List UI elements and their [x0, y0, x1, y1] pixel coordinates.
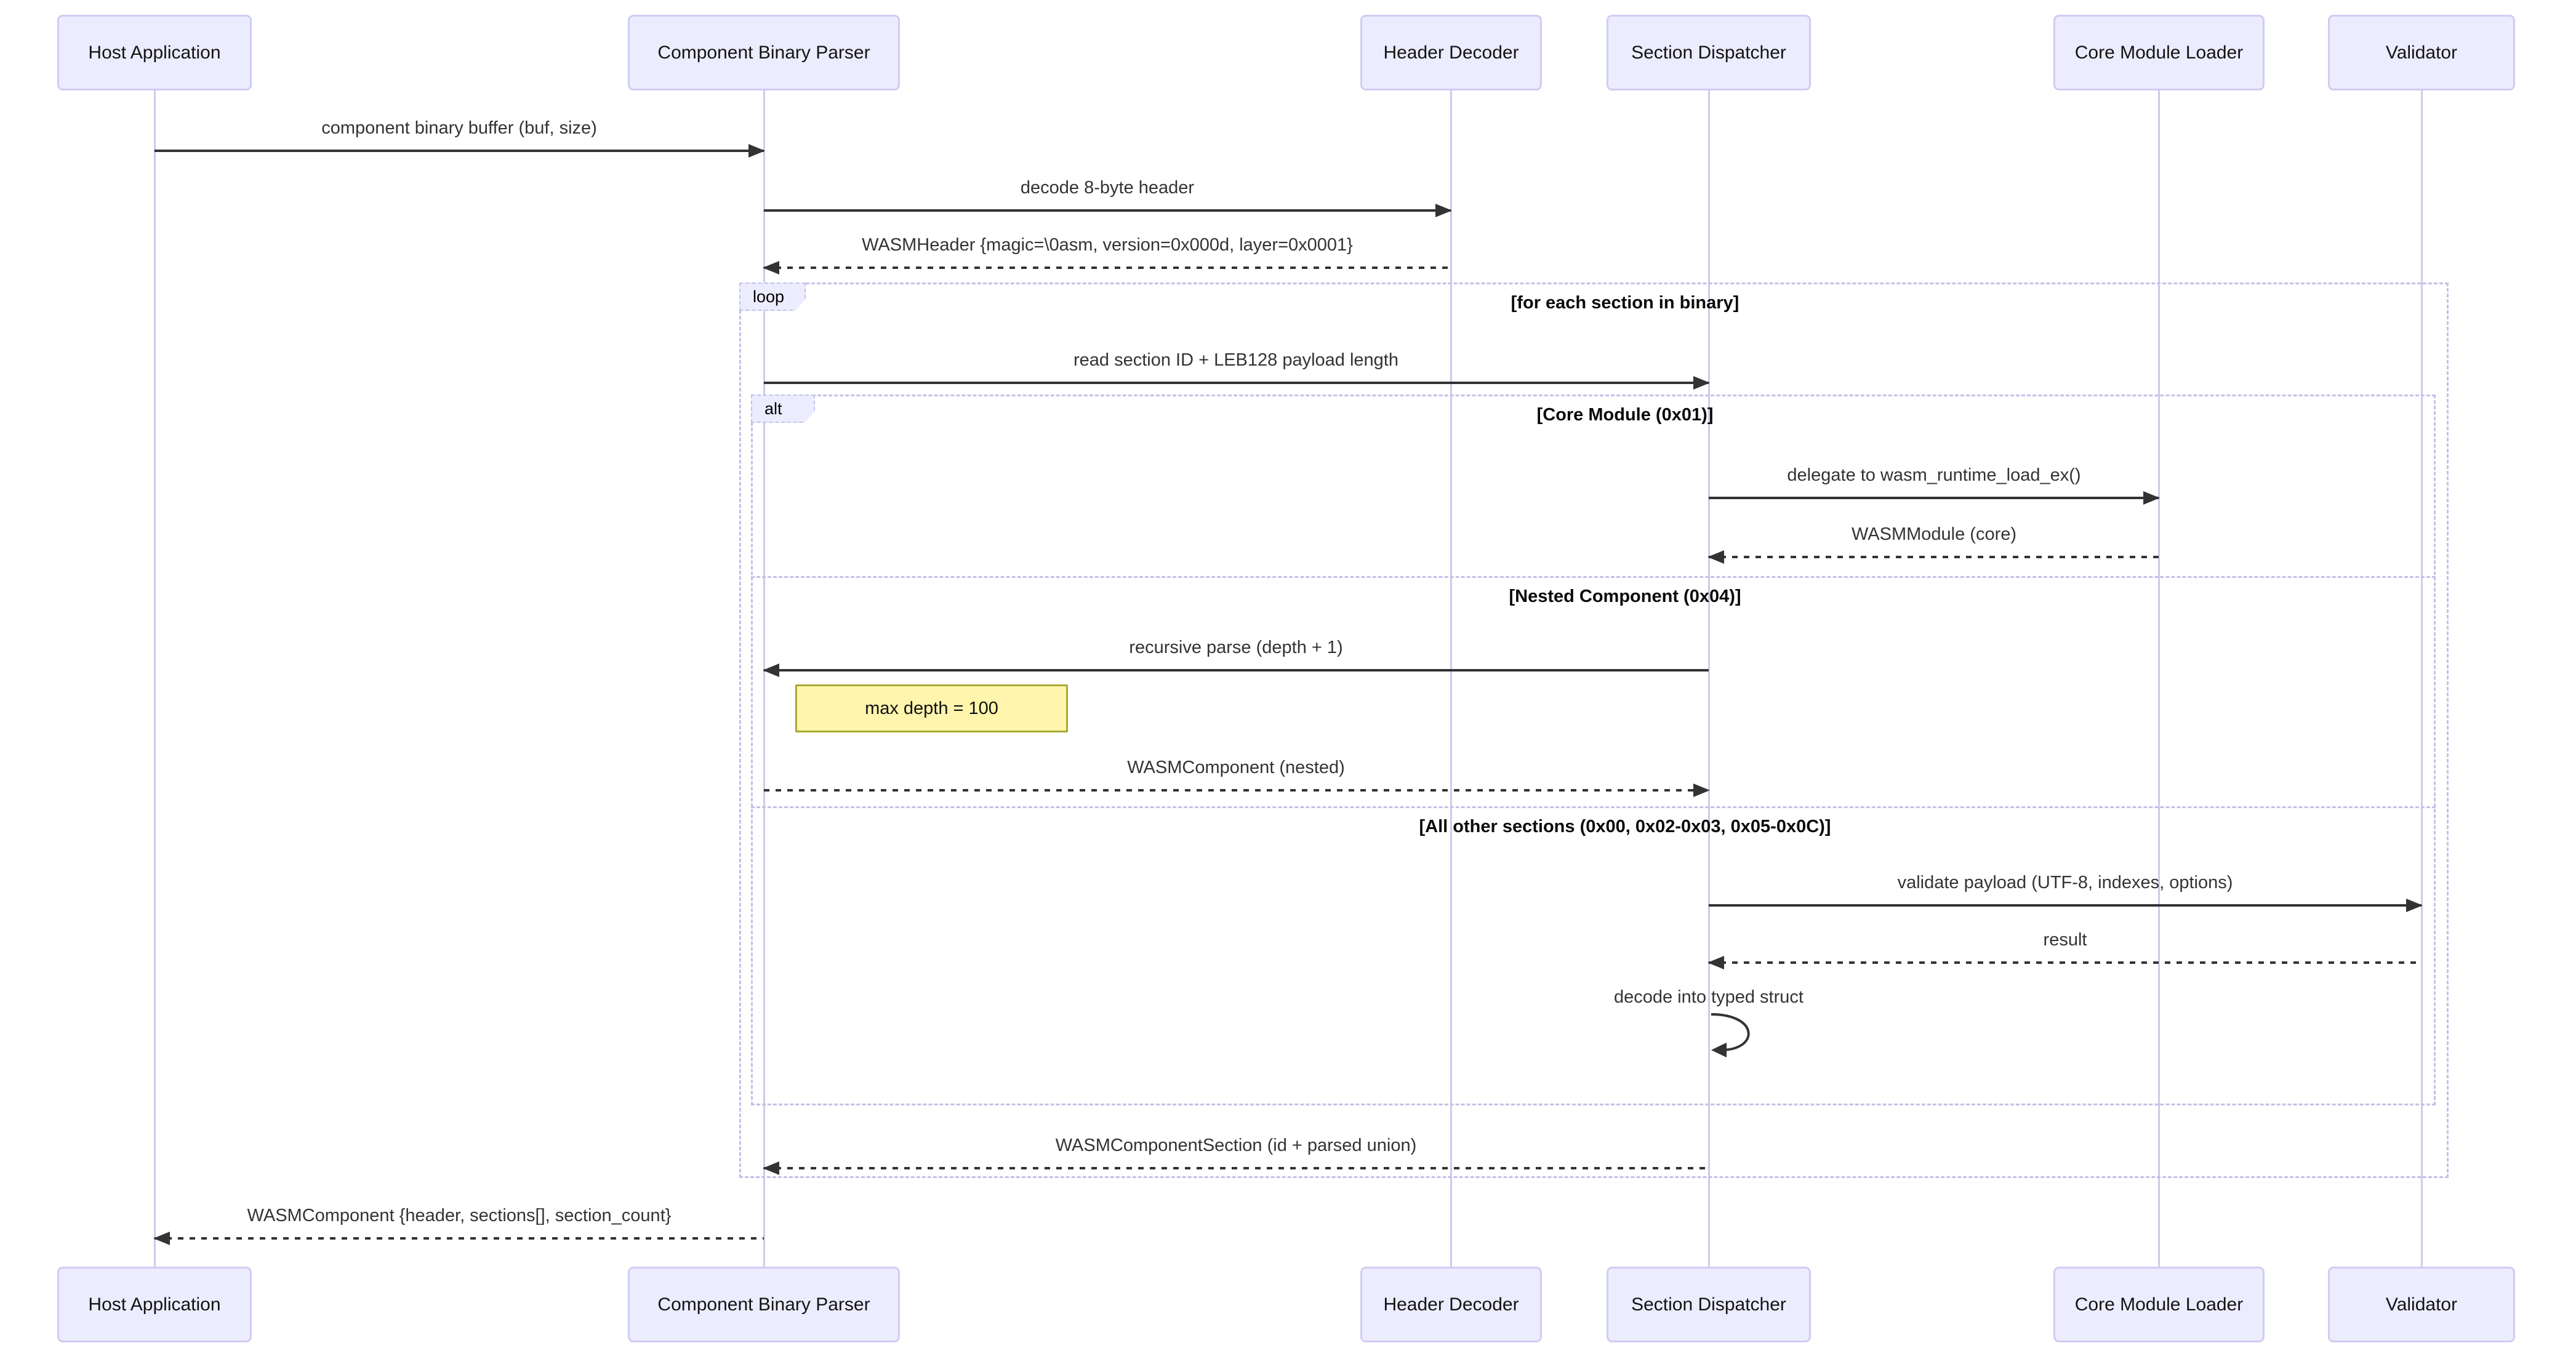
message-label: component binary buffer (buf, size): [321, 118, 597, 138]
alt-divider-1: [751, 576, 2436, 578]
participant-validator-top: Validator: [2328, 15, 2515, 90]
lifeline-core-module-loader: [2158, 90, 2160, 1267]
message-label: validate payload (UTF-8, indexes, option…: [1897, 873, 2233, 892]
participant-component-binary-parser-top: Component Binary Parser: [628, 15, 900, 90]
participant-host-application-top: Host Application: [57, 15, 252, 90]
message-arrow: [154, 144, 765, 158]
message-arrow: [764, 204, 1452, 217]
message-label: WASMComponent (nested): [1127, 758, 1345, 777]
participant-core-module-loader-top: Core Module Loader: [2053, 15, 2265, 90]
alt-divider-2: [751, 806, 2436, 808]
message-return-arrow: [764, 784, 1710, 797]
participant-label: Validator: [2385, 1294, 2458, 1315]
loop-condition-label: [for each section in binary]: [1511, 293, 1739, 313]
message-label: read section ID + LEB128 payload length: [1073, 350, 1399, 370]
message-label: delegate to wasm_runtime_load_ex(): [1787, 465, 2081, 485]
participant-label: Component Binary Parser: [657, 1294, 870, 1315]
participant-label: Host Application: [88, 1294, 221, 1315]
message-label: WASMHeader {magic=\0asm, version=0x000d,…: [862, 235, 1353, 255]
self-message-arrow: [1711, 1013, 1750, 1057]
participant-label: Header Decoder: [1383, 42, 1519, 63]
participant-section-dispatcher-bottom: Section Dispatcher: [1607, 1267, 1811, 1342]
participant-label: Section Dispatcher: [1631, 1294, 1786, 1315]
participant-section-dispatcher-top: Section Dispatcher: [1607, 15, 1811, 90]
lifeline-validator: [2421, 90, 2423, 1267]
message-label: result: [2043, 930, 2087, 950]
message-label: WASMComponent {header, sections[], secti…: [247, 1206, 672, 1225]
lifeline-header-decoder: [1450, 90, 1452, 1267]
alt-branch-3-condition: [All other sections (0x00, 0x02-0x03, 0x…: [1419, 817, 1831, 836]
alt-branch-1-condition: [Core Module (0x01)]: [1536, 405, 1714, 425]
participant-label: Component Binary Parser: [657, 42, 870, 63]
participant-label: Core Module Loader: [2074, 42, 2244, 63]
message-label: decode 8-byte header: [1020, 178, 1195, 198]
alt-branch-2-condition: [Nested Component (0x04)]: [1509, 587, 1741, 606]
participant-host-application-bottom: Host Application: [57, 1267, 252, 1342]
message-arrow: [764, 376, 1710, 390]
participant-label: Core Module Loader: [2074, 1294, 2244, 1315]
message-return-arrow: [1707, 956, 2422, 969]
lifeline-host-application: [154, 90, 156, 1267]
participant-label: Header Decoder: [1383, 1294, 1519, 1315]
note: max depth = 100: [795, 684, 1068, 732]
message-label: recursive parse (depth + 1): [1129, 638, 1343, 657]
participant-header-decoder-top: Header Decoder: [1360, 15, 1542, 90]
participant-validator-bottom: Validator: [2328, 1267, 2515, 1342]
message-label: WASMComponentSection (id + parsed union): [1055, 1136, 1417, 1155]
message-label: decode into typed struct: [1614, 987, 1804, 1007]
lifeline-component-binary-parser: [763, 90, 765, 1267]
alt-frame-label: alt: [751, 395, 815, 423]
message-arrow: [1709, 491, 2160, 505]
message-arrow: [1709, 899, 2423, 912]
message-return-arrow: [763, 1161, 1709, 1175]
loop-frame-label: loop: [739, 283, 806, 311]
participant-label: Section Dispatcher: [1631, 42, 1786, 63]
loop-frame: [739, 283, 2449, 1178]
lifeline-section-dispatcher: [1708, 90, 1710, 1267]
alt-frame: [751, 395, 2436, 1105]
message-label: WASMModule (core): [1851, 524, 2017, 544]
message-return-arrow: [1707, 550, 2159, 564]
message-arrow: [763, 663, 1709, 677]
message-return-arrow: [763, 261, 1451, 275]
participant-label: Host Application: [88, 42, 221, 63]
participant-header-decoder-bottom: Header Decoder: [1360, 1267, 1542, 1342]
message-return-arrow: [153, 1232, 764, 1245]
participant-core-module-loader-bottom: Core Module Loader: [2053, 1267, 2265, 1342]
participant-component-binary-parser-bottom: Component Binary Parser: [628, 1267, 900, 1342]
participant-label: Validator: [2385, 42, 2458, 63]
